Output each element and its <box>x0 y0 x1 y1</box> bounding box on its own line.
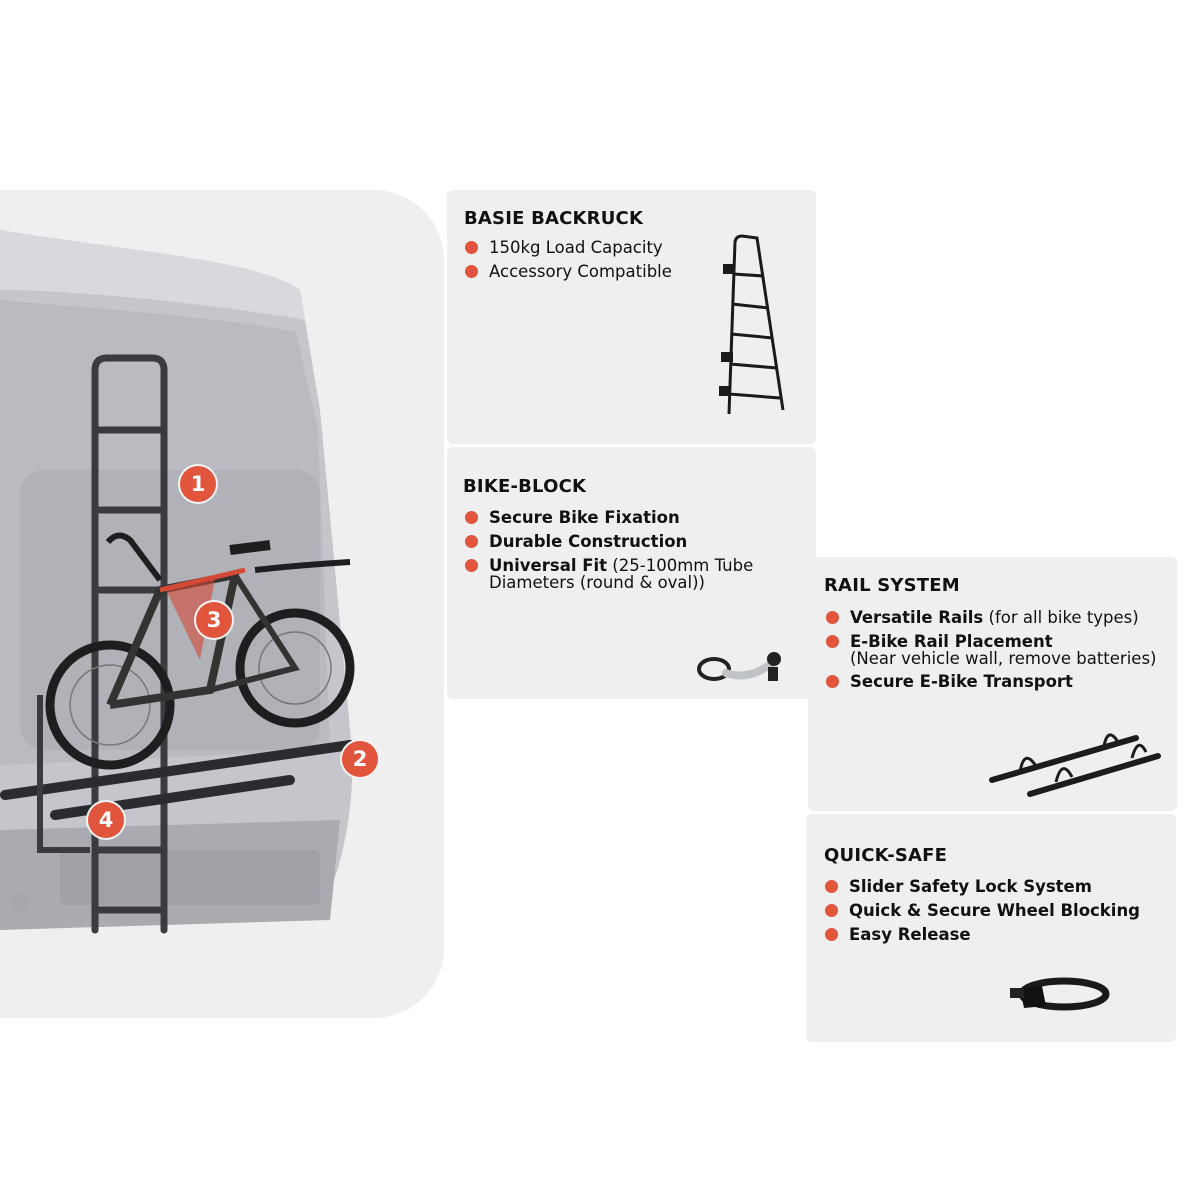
list-item: 150kg Load Capacity <box>465 238 725 257</box>
bullet-icon <box>465 241 478 254</box>
card-title: BASIE BACKRUCK <box>464 208 644 229</box>
bullet-icon <box>825 904 838 917</box>
feature-list: Versatile Rails (for all bike types) E-B… <box>826 608 1176 696</box>
marker-3[interactable]: 3 <box>196 602 232 638</box>
marker-2[interactable]: 2 <box>342 741 378 777</box>
marker-4[interactable]: 4 <box>88 802 124 838</box>
bike-clamp-icon <box>697 652 781 681</box>
card-title: BIKE-BLOCK <box>463 476 587 497</box>
bullet-icon <box>465 265 478 278</box>
list-item: E-Bike Rail Placement(Near vehicle wall,… <box>826 632 1176 667</box>
ladder-icon <box>719 234 785 415</box>
list-item: Quick & Secure Wheel Blocking <box>825 901 1170 920</box>
bullet-icon <box>826 635 839 648</box>
bullet-icon <box>465 535 478 548</box>
list-item: Secure Bike Fixation <box>465 508 810 527</box>
marker-1[interactable]: 1 <box>180 466 216 502</box>
bullet-icon <box>825 880 838 893</box>
list-item: Accessory Compatible <box>465 262 725 281</box>
feature-list: Slider Safety Lock System Quick & Secure… <box>825 877 1170 949</box>
rail-icon <box>989 733 1161 797</box>
card-basie-backruck: BASIE BACKRUCK 150kg Load Capacity Acces… <box>447 190 816 444</box>
list-item: Secure E-Bike Transport <box>826 672 1176 691</box>
bullet-icon <box>825 928 838 941</box>
van-illustration-panel: 1 3 2 4 <box>0 190 444 1018</box>
card-bike-block: BIKE-BLOCK Secure Bike Fixation Durable … <box>447 447 816 699</box>
bullet-icon <box>465 511 478 524</box>
strap-icon <box>1010 977 1110 1011</box>
list-item: Versatile Rails (for all bike types) <box>826 608 1176 627</box>
list-item: Easy Release <box>825 925 1170 944</box>
card-title: RAIL SYSTEM <box>824 575 960 596</box>
feature-list: 150kg Load Capacity Accessory Compatible <box>465 238 725 286</box>
feature-list: Secure Bike Fixation Durable Constructio… <box>465 508 810 596</box>
card-rail-system: RAIL SYSTEM Versatile Rails (for all bik… <box>808 557 1177 811</box>
list-item: Slider Safety Lock System <box>825 877 1170 896</box>
card-title: QUICK-SAFE <box>824 845 948 866</box>
bullet-icon <box>465 559 478 572</box>
list-item: Durable Construction <box>465 532 810 551</box>
bullet-icon <box>826 675 839 688</box>
card-quick-safe: QUICK-SAFE Slider Safety Lock System Qui… <box>806 814 1176 1042</box>
bullet-icon <box>826 611 839 624</box>
van-rear-with-bike-carrier-illustration <box>0 230 355 934</box>
